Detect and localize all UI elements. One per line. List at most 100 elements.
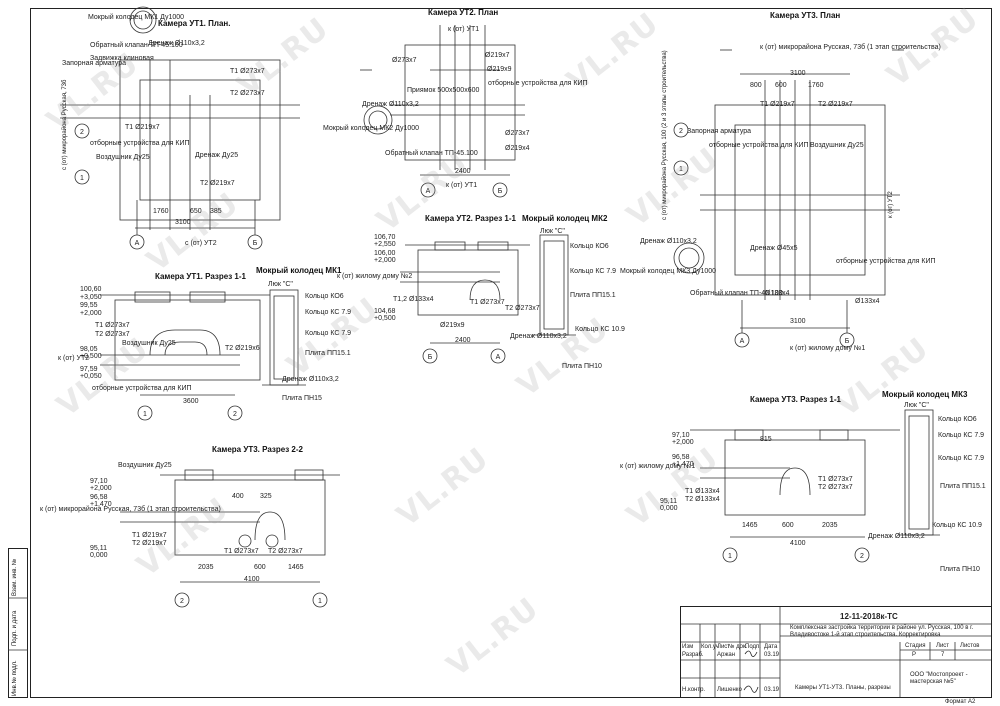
- dimension: 3100: [790, 318, 806, 325]
- ut2-plan-chamber: [404, 44, 516, 161]
- drawing-label: Мокрый колодец МК1 Ду1000: [88, 14, 185, 21]
- drawing-label: T1 Ø273х7: [818, 476, 853, 483]
- drawing-label: Ø219х9: [440, 322, 465, 329]
- drawing-label: T2 Ø219х7: [818, 101, 853, 108]
- dimension: 800: [750, 82, 762, 89]
- side-strip: [8, 548, 28, 698]
- level-mark: 97,10: [672, 432, 690, 439]
- drawing-label: Кольцо КС 10.9: [932, 522, 982, 529]
- dimension: 2035: [198, 564, 214, 571]
- drawing-label: Запорная арматура: [687, 128, 752, 135]
- svg-text:1: 1: [728, 553, 732, 560]
- dimension: 1760: [808, 82, 824, 89]
- drawing-label: Т1,2 Ø133х4: [393, 296, 434, 303]
- svg-text:2: 2: [679, 128, 683, 135]
- drawing-label: Ø133х4: [765, 290, 790, 297]
- dimension: 400: [232, 493, 244, 500]
- drawing-label: Обратный клапан ТП-45.100: [690, 290, 783, 297]
- level-mark: 97,10: [90, 478, 108, 485]
- sheet-number: 7: [941, 652, 945, 658]
- sheet-title: Камеры УТ1-УТ3. Планы, разрезы: [795, 685, 891, 691]
- dimension: 3100: [790, 70, 806, 77]
- ut3-section22-chamber: [174, 479, 326, 556]
- level-mark: 96,58: [672, 454, 690, 461]
- stage-value: Р: [912, 652, 917, 658]
- drawing-label: Запорная арматура: [62, 60, 127, 67]
- drawing-label: к (от) микрорайона Русская, 73б (1 этап …: [40, 506, 221, 513]
- drawing-label: Плита ПН10: [562, 363, 602, 370]
- level-mark: 97,59: [80, 366, 98, 373]
- level-mark: 106,00: [374, 250, 396, 257]
- drawing-label: T2 Ø273х7: [818, 484, 853, 491]
- drawing-label: Дренаж Ø110х3,2: [362, 101, 419, 108]
- stamp-date: 03.19: [764, 652, 780, 658]
- level-mark: +0,050: [80, 373, 102, 380]
- ut2-section-chamber: [417, 249, 519, 316]
- dimension: 1760: [153, 208, 169, 215]
- level-mark: 104,68: [374, 308, 396, 315]
- ut3-plan-chamber: [714, 104, 886, 296]
- level-mark: +2,550: [374, 241, 396, 248]
- drawing-label: Дренаж Ø110х3,2: [640, 238, 697, 245]
- drawing-label: Воздушник Ду25: [118, 462, 172, 469]
- drawing-label: Плита ПП15.1: [305, 350, 351, 357]
- drawing-label: Ø219х7: [485, 52, 510, 59]
- drawing-label: Дренаж Ø45х5: [750, 245, 798, 252]
- level-mark: 99,55: [80, 302, 98, 309]
- sheet-label: Лист: [936, 643, 950, 649]
- stamp-name: Лишенко: [717, 687, 742, 693]
- ut3-section11-title: Камера УТ3. Разрез 1-1: [750, 395, 841, 404]
- stamp-header-cell: Лист: [717, 644, 731, 650]
- level-mark: +2,000: [672, 439, 694, 446]
- level-mark: 95,11: [660, 498, 677, 505]
- drawing-label: T1 Ø219х7: [132, 532, 167, 539]
- side-strip-label: Подп. и дата: [12, 610, 18, 646]
- stamp-header-cell: Дата: [764, 644, 778, 650]
- drawing-label: T2 Ø273х7: [95, 331, 130, 338]
- drawing-label: T1 Ø219х7: [125, 124, 160, 131]
- stamp-header-cell: № док.: [728, 644, 748, 650]
- level-mark: 96,58: [90, 494, 108, 501]
- ut1-section-chamber: [114, 299, 261, 381]
- level-mark: 95,11: [90, 545, 107, 552]
- drawing-label: Ø219х9: [487, 66, 512, 73]
- svg-text:1: 1: [318, 598, 322, 605]
- drawing-label: отборные устройства для КИП: [488, 80, 588, 87]
- drawing-label: отборные устройства для КИП: [92, 385, 192, 392]
- dimension: 1465: [742, 522, 758, 529]
- dimension: 4100: [790, 540, 806, 547]
- drawing-label: Ø273х7: [392, 57, 417, 64]
- mk2-title: Мокрый колодец МК2: [522, 214, 608, 223]
- level-mark: 106,70: [374, 234, 396, 241]
- drawing-label: Плита ПН15: [282, 395, 322, 402]
- drawing-label: T2 Ø219х7: [200, 180, 235, 187]
- ut2-section-title: Камера УТ2. Разрез 1-1: [425, 214, 516, 223]
- dimension: 2035: [822, 522, 838, 529]
- level-mark: +0,500: [374, 315, 396, 322]
- ut3-section22-title: Камера УТ3. Разрез 2-2: [212, 445, 303, 454]
- dimension: 1465: [288, 564, 304, 571]
- drawing-label: Ø219х4: [505, 145, 530, 152]
- svg-text:2: 2: [80, 129, 84, 136]
- drawing-label: с (от) УТ2: [185, 240, 217, 247]
- drawing-label: Воздушник Ду25: [122, 340, 176, 347]
- drawing-label: отборные устройства для КИП: [90, 140, 190, 147]
- drawing-label: Люк "С": [540, 228, 565, 235]
- stamp-date: 03.19: [764, 687, 780, 693]
- drawing-label: Обратный клапан ТП-45.100: [90, 42, 183, 49]
- document-code: 12-11-2018к-ТС: [840, 612, 898, 621]
- drawing-label: Люк "С": [268, 281, 293, 288]
- level-mark: +2,000: [80, 310, 102, 317]
- drawing-label: Дренаж Ду25: [195, 152, 239, 159]
- svg-text:2: 2: [233, 411, 237, 418]
- dimension: 3100: [175, 219, 191, 226]
- drawing-label: к (от) УТ1: [446, 182, 478, 189]
- company-name: ООО "Мостопроект - мастерская №5": [910, 672, 968, 685]
- stamp-header-cell: Кол.уч: [701, 644, 719, 650]
- drawing-label: Дренаж Ø110х3,2: [148, 40, 205, 47]
- drawing-label: T2 Ø219х7: [132, 540, 167, 547]
- drawing-label: T1 Ø273х7: [470, 299, 505, 306]
- svg-text:Б: Б: [498, 188, 503, 195]
